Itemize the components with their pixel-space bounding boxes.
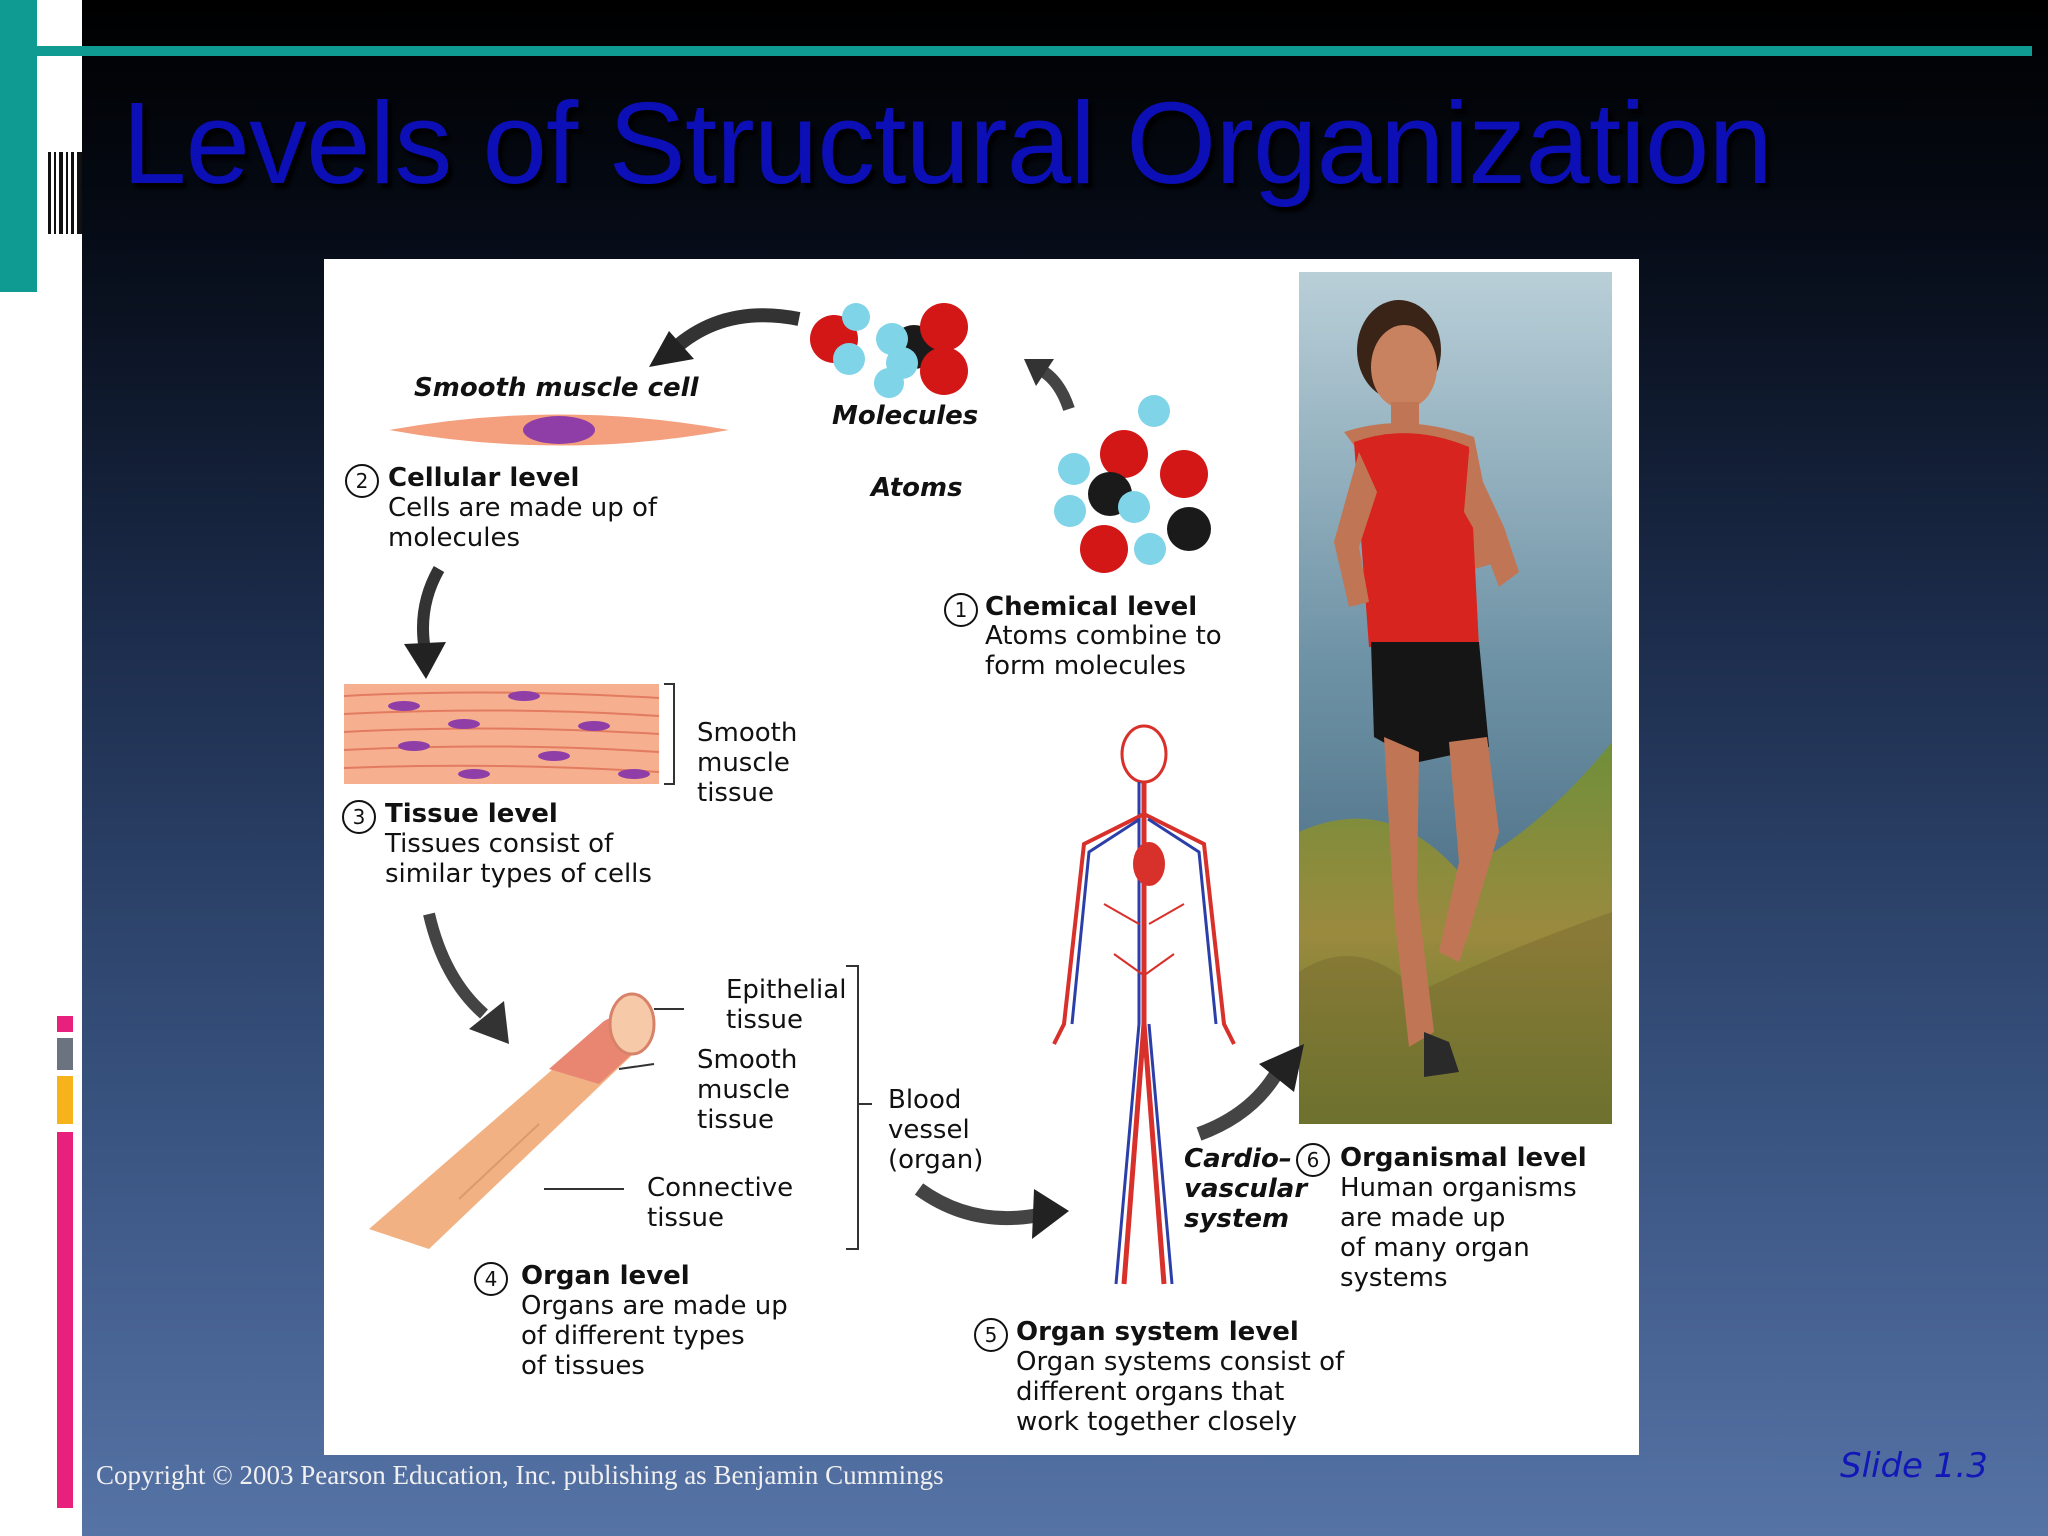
cardiovascular-label-1: Cardio– (1184, 1144, 1292, 1174)
tissue-level-line1: Tissues consist of (385, 829, 614, 859)
tissue-level-heading: Tissue level (385, 799, 558, 829)
pink-square (57, 1016, 73, 1032)
slide-number: Slide 1.3 (1840, 1446, 1988, 1486)
arrow-to-organism (1196, 1044, 1304, 1141)
epithelial-tissue-label-2: tissue (726, 1005, 803, 1035)
organismal-level-line2: are made up (1340, 1203, 1506, 1233)
smooth-muscle-cell (389, 414, 729, 446)
tissue-bracket-label-1: Smooth (697, 718, 798, 748)
cellular-level-line2: molecules (388, 523, 520, 553)
arrow-to-cell (649, 308, 801, 367)
organ-system-level-heading: Organ system level (1016, 1317, 1299, 1347)
organismal-level-line1: Human organisms (1340, 1173, 1577, 1203)
slide-title: Levels of Structural Organization (122, 78, 1773, 208)
connective-tissue-label-2: tissue (647, 1203, 724, 1233)
molecules-label: Molecules (832, 401, 979, 431)
blood-vessel-label-3: (organ) (888, 1145, 984, 1175)
cardiovascular-label-3: system (1184, 1204, 1290, 1234)
level-number-2: 2 (345, 464, 379, 498)
epithelial-tissue-label-1: Epithelial (726, 975, 847, 1005)
organ-level-line2: of different types (521, 1321, 745, 1351)
arrow-to-molecules (1024, 359, 1075, 412)
molecules-illustration (810, 303, 968, 398)
blood-vessel-illustration (369, 992, 684, 1249)
smooth-muscle-tissue (343, 683, 675, 785)
vessel-smooth-muscle-label-3: tissue (697, 1105, 774, 1135)
teal-accent-block (0, 0, 37, 292)
organismal-level-heading: Organismal level (1340, 1143, 1587, 1173)
yellow-square (57, 1076, 73, 1124)
atoms-illustration (1054, 395, 1211, 573)
level-number-4: 4 (474, 1262, 508, 1296)
cellular-level-line1: Cells are made up of (388, 493, 658, 523)
organ-bracket (846, 965, 872, 1250)
blood-vessel-label-1: Blood (888, 1085, 962, 1115)
vessel-smooth-muscle-label-1: Smooth (697, 1045, 798, 1075)
chemical-level-line1: Atoms combine to (985, 621, 1222, 651)
level-number-3: 3 (342, 800, 376, 834)
barcode-decoration (48, 152, 82, 234)
runner-photo (1299, 272, 1612, 1124)
level-number-1: 1 (944, 593, 978, 627)
blood-vessel-label-2: vessel (888, 1115, 970, 1145)
organ-level-line1: Organs are made up (521, 1291, 788, 1321)
atoms-label: Atoms (871, 473, 963, 503)
copyright-notice: Copyright © 2003 Pearson Education, Inc.… (96, 1460, 944, 1490)
chemical-level-line2: form molecules (985, 651, 1186, 681)
teal-accent-line (37, 46, 2032, 56)
arrow-to-organ-system (914, 1183, 1069, 1239)
tissue-bracket-label-2: muscle (697, 748, 790, 778)
cardiovascular-label-2: vascular (1184, 1174, 1308, 1204)
organ-system-level-line2: different organs that (1016, 1377, 1285, 1407)
pink-bar (57, 1132, 73, 1508)
arrow-to-tissue (404, 566, 446, 679)
organismal-level-line3: of many organ (1340, 1233, 1530, 1263)
connective-tissue-label-1: Connective (647, 1173, 794, 1203)
tissue-level-line2: similar types of cells (385, 859, 652, 889)
level-number-5: 5 (974, 1318, 1008, 1352)
level-number-6: 6 (1296, 1143, 1330, 1177)
chemical-level-heading: Chemical level (985, 592, 1198, 622)
organismal-level-line4: systems (1340, 1263, 1448, 1293)
organ-system-level-line1: Organ systems consist of (1016, 1347, 1345, 1377)
arrow-to-organ (423, 912, 509, 1044)
tissue-bracket-label-3: tissue (697, 778, 774, 808)
cellular-level-heading: Cellular level (388, 463, 580, 493)
cardiovascular-system (1052, 724, 1236, 1285)
diagram-panel: 1 2 3 4 5 6 Molecules Atoms Chemical lev… (324, 259, 1639, 1455)
organ-system-level-line3: work together closely (1016, 1407, 1297, 1437)
vessel-smooth-muscle-label-2: muscle (697, 1075, 790, 1105)
organ-level-line3: of tissues (521, 1351, 645, 1381)
gray-square (57, 1038, 73, 1070)
smooth-muscle-cell-label: Smooth muscle cell (414, 373, 699, 403)
organ-level-heading: Organ level (521, 1261, 690, 1291)
